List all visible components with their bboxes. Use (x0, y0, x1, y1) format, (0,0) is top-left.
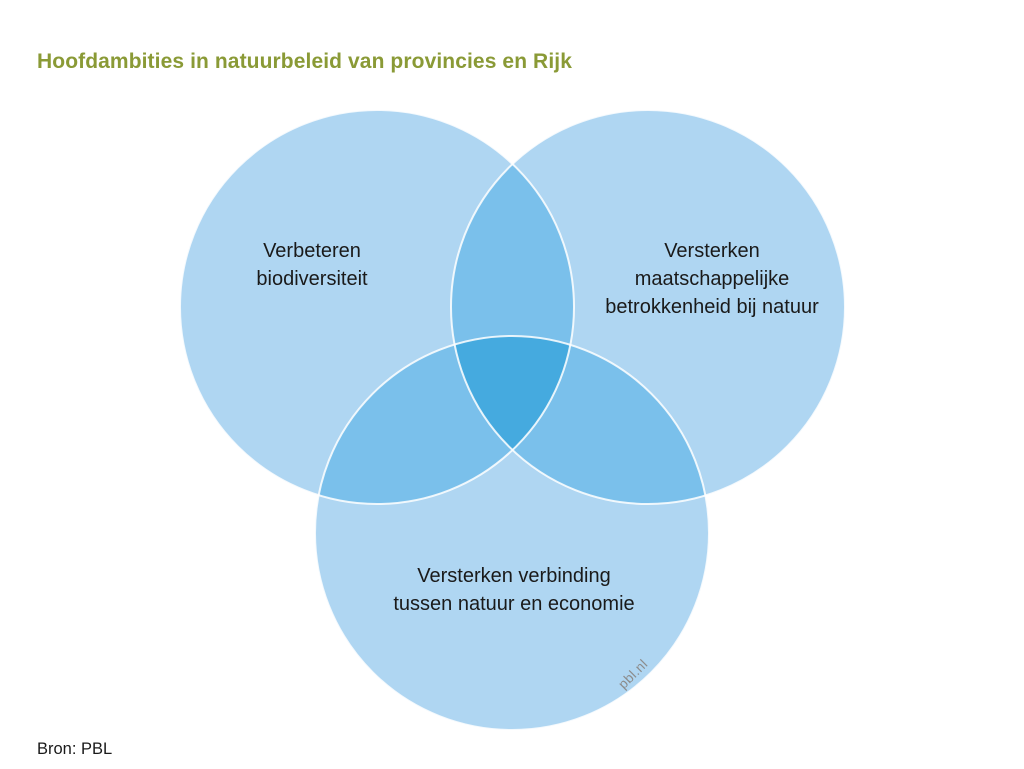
venn-label-biodiversiteit: Verbeteren biodiversiteit (256, 240, 368, 290)
venn-overlap-left-bottom (315, 336, 574, 504)
venn-outline-betrokkenheid (450, 109, 846, 505)
figure-title: Hoofdambities in natuurbeleid van provin… (37, 50, 572, 73)
venn-label-economie: Versterken verbinding tussen natuur en e… (393, 565, 635, 615)
venn-outline-economie (314, 335, 710, 731)
venn-outline-biodiversiteit (179, 109, 575, 505)
source-note: Bron: PBL (37, 740, 113, 758)
venn-label-betrokkenheid: Versterken maatschappelijke betrokkenhei… (605, 240, 819, 318)
venn-overlap-right-bottom (451, 336, 709, 504)
